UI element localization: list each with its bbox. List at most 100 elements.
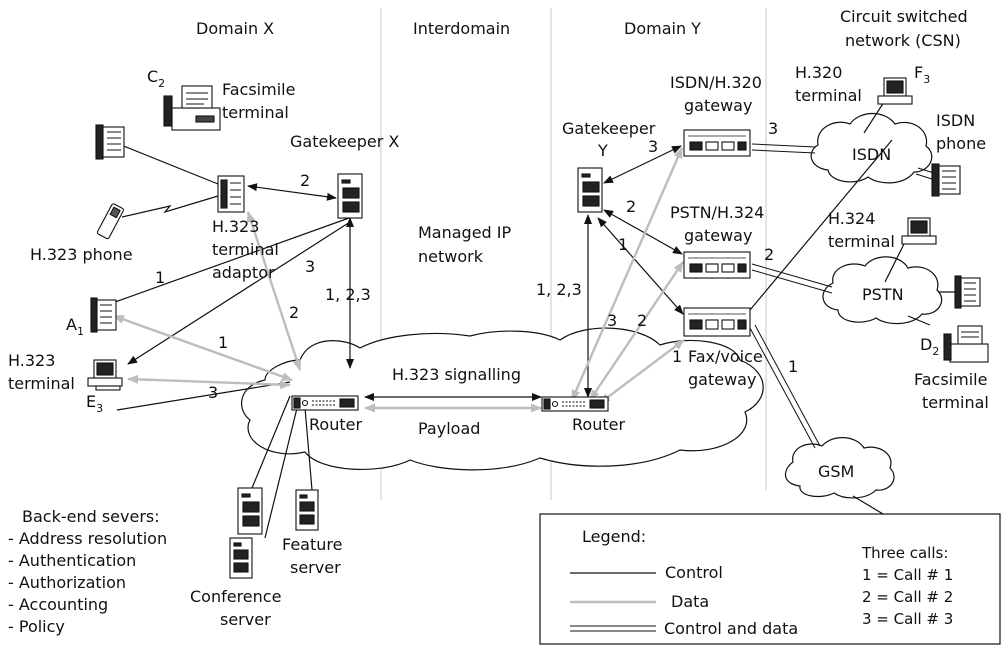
conference-server-icon [229, 537, 253, 579]
h323-terminal-label-2: terminal [8, 374, 75, 393]
fax-gateway-label-2: gateway [688, 370, 756, 389]
backend-item: - Address resolution [8, 529, 167, 548]
call-label: 3 [768, 119, 778, 138]
gatekeeper-x-server-icon [337, 173, 363, 219]
legend-data: Data [671, 592, 709, 611]
gatekeeper-y-label-2: Y [597, 141, 608, 160]
h320-terminal-f3-icon [877, 77, 913, 105]
call-label: 3 [208, 383, 218, 402]
isdn-gateway-label-1: ISDN/H.320 [670, 73, 762, 92]
fax-voice-gateway-icon [683, 307, 751, 337]
gsm-label: GSM [818, 462, 854, 481]
pstn-gateway-label-2: gateway [684, 226, 752, 245]
h323-phone-label: H.323 phone [30, 245, 133, 264]
call-number-labels: 2 1 3 1, 2,3 2 1 3 1, 2,3 3 2 1 3 2 1 3 … [155, 119, 798, 402]
feature-server-label-2: server [290, 558, 341, 577]
h323-terminal-label-1: H.323 [8, 351, 55, 370]
backend-item: - Authorization [8, 573, 126, 592]
backend-title: Back-end severs: [22, 507, 160, 526]
conference-server-label-2: server [220, 610, 271, 629]
d2-label: D2 [920, 335, 939, 358]
h324-terminal-icon [901, 217, 937, 245]
gatekeeper-y-label-1: Gatekeeper [562, 119, 656, 138]
csn-label-line1: Circuit switched [840, 7, 968, 26]
pstn-gateway-label-1: PSTN/H.324 [670, 203, 764, 222]
call-label: 2 [626, 197, 636, 216]
call-label: 1 [672, 347, 682, 366]
csn-label-line2: network (CSN) [845, 31, 961, 50]
call-label: 2 [300, 171, 310, 190]
legend-title: Legend: [582, 527, 646, 546]
call-label: 2 [764, 245, 774, 264]
call-label: 3 [607, 311, 617, 330]
isdn-gateway-label-2: gateway [684, 96, 752, 115]
call-label: 1 [788, 357, 798, 376]
legend-control: Control [665, 563, 723, 582]
data-links [113, 147, 685, 413]
call-label: 2 [289, 303, 299, 322]
telephone-a1-icon [90, 297, 117, 333]
call-label: 2 [637, 311, 647, 330]
conference-server-label-1: Conference [190, 587, 281, 606]
feature-server-label-1: Feature [282, 535, 342, 554]
facsimile-terminal-d2-icon [943, 325, 989, 363]
facsimile-terminal-y-label-1: Facsimile [914, 370, 987, 389]
gatekeeper-y-server-icon [577, 167, 603, 213]
isdn-h320-gateway-icon [683, 129, 751, 157]
f3-label: F3 [914, 63, 930, 86]
call-label: 1 [155, 268, 165, 287]
feature-server-icon [295, 489, 319, 531]
isdn-phone-label-1: ISDN [936, 111, 975, 130]
backend-item: - Policy [8, 617, 65, 636]
router-x-icon [291, 395, 359, 411]
domain-y-label: Domain Y [624, 19, 701, 38]
backend-item: - Authentication [8, 551, 136, 570]
legend: Legend: Control Data Control and data Th… [539, 513, 1001, 645]
legend-call3: 3 = Call # 3 [862, 610, 953, 628]
pstn-telephone-icon [954, 275, 981, 309]
adaptor-label-2: terminal [212, 240, 279, 259]
facsimile-terminal-y-label-2: terminal [922, 393, 989, 412]
control-and-data-links [749, 143, 935, 449]
legend-calls-title: Three calls: [861, 544, 948, 562]
adaptor-label-1: H.323 [212, 217, 259, 236]
facsimile-terminal-c2-icon [163, 85, 221, 131]
gsm-cloud [785, 437, 895, 499]
pstn-cloud [822, 256, 943, 325]
h323-terminal-e3-icon [87, 359, 123, 391]
h323-mobile-phone-icon [96, 203, 125, 240]
backend-servers-list: Back-end severs: - Address resolution - … [8, 507, 167, 636]
facsimile-terminal-label-1: Facsimile [222, 80, 295, 99]
adaptor-label-3: adaptor [212, 263, 275, 282]
managed-ip-label-1: Managed IP [418, 223, 512, 242]
wireless-link [121, 195, 219, 218]
c2-label: C2 [147, 67, 165, 90]
e3-label: E3 [86, 392, 103, 415]
router-y-label: Router [572, 415, 625, 434]
interdomain-label: Interdomain [413, 19, 510, 38]
isdn-label: ISDN [852, 145, 891, 164]
fax-gateway-label-1: Fax/voice [688, 347, 763, 366]
legend-call1: 1 = Call # 1 [862, 566, 953, 584]
pstn-h324-gateway-icon [683, 251, 751, 279]
backend-item: - Accounting [8, 595, 108, 614]
a1-label: A1 [66, 315, 84, 338]
legend-control-and-data: Control and data [664, 619, 798, 638]
call-label: 3 [648, 137, 658, 156]
h320-terminal-label-2: terminal [795, 86, 862, 105]
router-x-label: Router [309, 415, 362, 434]
call-label: 1, 2,3 [325, 285, 371, 304]
pstn-label: PSTN [862, 285, 904, 304]
isdn-phone-icon [931, 163, 961, 197]
h320-terminal-label-1: H.320 [795, 63, 842, 82]
telephone-icon [95, 124, 125, 160]
domain-x-label: Domain X [196, 19, 274, 38]
backend-server-icon [237, 487, 263, 535]
terminal-adaptor-icon [217, 175, 245, 213]
call-label: 1 [218, 333, 228, 352]
h324-terminal-label-2: terminal [828, 232, 895, 251]
call-label: 1 [618, 235, 628, 254]
managed-ip-label-2: network [418, 247, 484, 266]
payload-label: Payload [418, 419, 480, 438]
legend-call2: 2 = Call # 2 [862, 588, 953, 606]
